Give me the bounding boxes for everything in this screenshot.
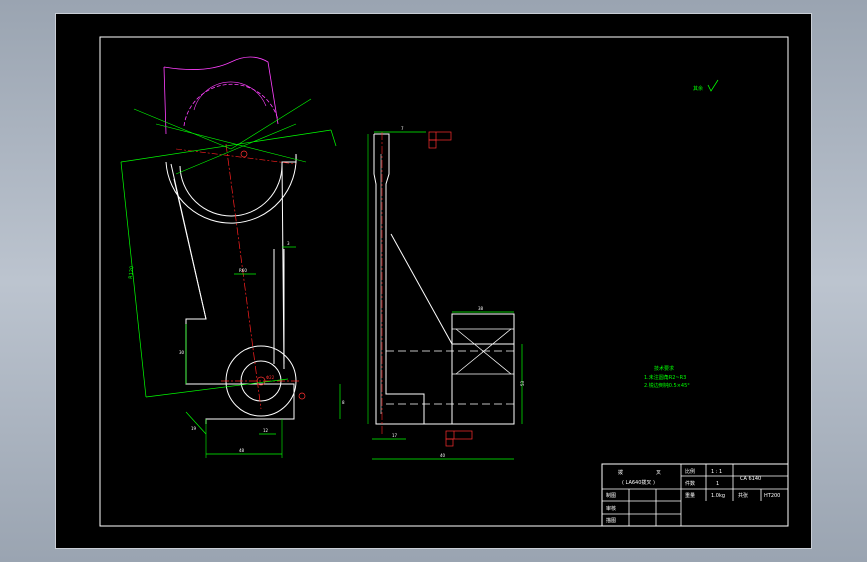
- drawing-canvas[interactable]: 48 12 30 3 R60 R120 19: [56, 14, 813, 550]
- dim-r120-text: R120: [128, 266, 135, 280]
- tb-sheet-label: 共张: [738, 492, 748, 499]
- tb-approver-label: 描图: [606, 517, 616, 524]
- tb-part-name-2: 叉: [656, 470, 661, 476]
- fork-arc-magenta: [183, 83, 279, 127]
- dim-3-text: 3: [287, 241, 290, 246]
- drawing-viewport[interactable]: 48 12 30 3 R60 R120 19: [55, 13, 812, 549]
- dim-53-text: 53: [520, 380, 525, 386]
- notes-line1: 1.未注圆角R2~R3: [644, 374, 686, 381]
- dim-angle-line2: [230, 98, 312, 150]
- drawing-border: [99, 36, 789, 527]
- dim-8-text: 8: [342, 400, 345, 405]
- tolerance-frame-top-b: [428, 139, 437, 149]
- dim-40-text: 40: [440, 453, 446, 458]
- dim-line-slope2: [330, 129, 337, 147]
- dim-angle-line3: [155, 123, 307, 163]
- dim-48-text: 48: [239, 448, 245, 453]
- dim-angle-line1: [133, 108, 232, 150]
- tb-weight-value: 1.0kg: [711, 493, 725, 499]
- fork-inner-arc: [179, 163, 283, 217]
- fork-arc-magenta-inner: [193, 81, 267, 111]
- dim-17-text: 17: [392, 433, 398, 438]
- roughness-check-icon: [707, 79, 719, 92]
- tb-drawing-no: CA 6140: [740, 476, 761, 482]
- datum-marker-b: [298, 392, 306, 400]
- tolerance-frame-top: [428, 131, 452, 141]
- technical-notes: 技术要求 1.未注圆角R2~R3 2.锐边倒钝0.5×45°: [644, 365, 690, 389]
- notes-line2: 2.锐边倒钝0.5×45°: [644, 382, 690, 389]
- tb-scale-value: 1 : 1: [711, 469, 722, 475]
- tb-weight-label: 重量: [685, 492, 695, 499]
- notes-heading: 技术要求: [654, 365, 674, 372]
- dim-line-slope3: [120, 161, 147, 398]
- title-block-frame: [601, 463, 789, 527]
- side-outline-left: [373, 134, 424, 425]
- tolerance-frame-bottom: [445, 430, 473, 440]
- dim-30-text: 30: [179, 350, 185, 355]
- title-block: 拨 叉 ( LA640拨叉 ) 比例 1 : 1 CA 6140 件数 1 重量…: [601, 463, 789, 527]
- fork-profile-magenta: [163, 56, 279, 135]
- side-outline: [374, 133, 515, 425]
- phi22-text: Φ22: [266, 375, 275, 380]
- tb-scale-label: 比例: [685, 468, 695, 475]
- tolerance-frame-bottom-b: [445, 438, 454, 447]
- dim-r60-text: R60: [239, 268, 247, 273]
- arm-line-left: [173, 178, 207, 320]
- centerline-arc: [175, 148, 297, 165]
- tb-material: ( LA640拨叉 ): [622, 479, 655, 486]
- dim-line-slope: [120, 129, 332, 163]
- tb-designer-label: 制图: [606, 492, 616, 499]
- boss-rect: [451, 313, 515, 425]
- fork-jaw-outline: [165, 153, 297, 370]
- dim-7-text: 7: [401, 126, 404, 131]
- dim-19-text: 19: [191, 426, 197, 431]
- centerline-vertical: [225, 143, 262, 410]
- roughness-symbol: 其余: [693, 79, 719, 92]
- tb-qty-value: 1: [716, 481, 719, 487]
- part-outline: [170, 163, 295, 424]
- dim-angle-line4: [175, 123, 297, 175]
- dim-line-slope4: [145, 378, 289, 398]
- tb-part-name-1: 拨: [618, 469, 623, 476]
- dim-38-text: 38: [478, 306, 484, 311]
- datum-marker-a: [240, 150, 248, 158]
- boss-cross2: [455, 328, 512, 375]
- dim-19-line: [185, 411, 207, 435]
- side-view: 40 38 17 53 7: [367, 126, 525, 460]
- front-view: 48 12 30 3 R60 R120 19: [120, 56, 345, 458]
- tb-checker-label: 审核: [606, 505, 616, 512]
- dim-12-text: 12: [263, 428, 269, 433]
- roughness-label: 其余: [693, 85, 703, 92]
- tb-qty-label: 件数: [685, 480, 695, 487]
- tb-sheet-value: HT200: [764, 493, 780, 499]
